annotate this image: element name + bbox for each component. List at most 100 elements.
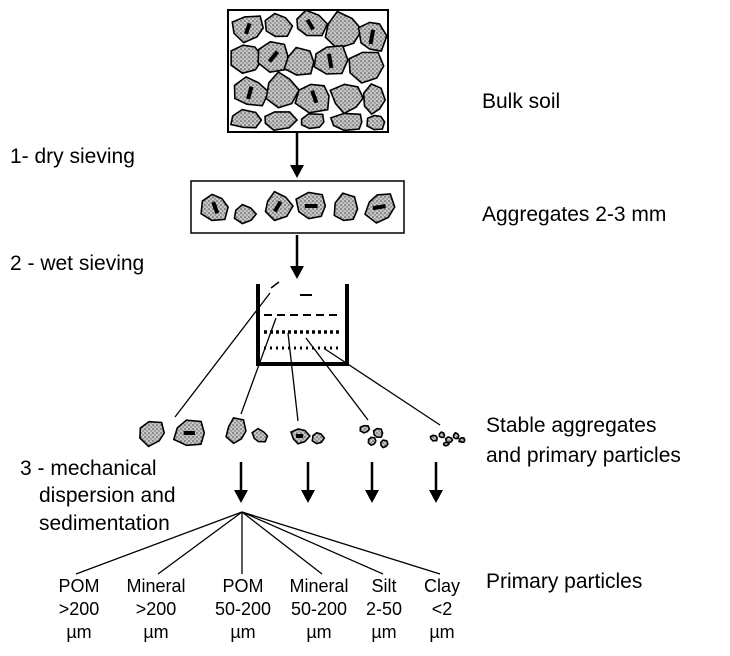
- label-mech-line2: dispersion and: [39, 484, 176, 507]
- fraction-particles: [139, 417, 466, 449]
- organic-matter-mark: [243, 22, 252, 35]
- sieving-beaker: [256, 281, 349, 366]
- soil-clod: [366, 114, 386, 131]
- fraction-range: >200: [58, 599, 100, 619]
- label-stable-line1: Stable aggregates: [486, 414, 657, 437]
- soil-clod: [329, 112, 363, 132]
- soil-clod: [442, 441, 450, 447]
- organic-matter-mark: [310, 90, 319, 104]
- fraction-label-mineral-coarse: Mineral >200 µm: [118, 575, 194, 644]
- final-fan-lines: [75, 511, 441, 575]
- soil-clod: [438, 431, 446, 439]
- organic-matter-mark: [295, 434, 304, 438]
- soil-clod: [458, 436, 466, 444]
- organic-matter-mark: [326, 53, 334, 69]
- fraction-label-clay: Clay <2 µm: [412, 575, 472, 644]
- soil-clod: [329, 83, 365, 115]
- fan-line: [157, 511, 243, 575]
- organic-matter-mark: [211, 201, 220, 215]
- label-aggregates: Aggregates 2-3 mm: [482, 203, 667, 226]
- soil-clod: [265, 71, 301, 109]
- fraction-unit: µm: [429, 622, 455, 642]
- organic-matter-mark: [305, 18, 315, 31]
- soil-clod: [264, 111, 299, 132]
- fan-line: [241, 511, 384, 575]
- soil-clod: [348, 51, 385, 84]
- fraction-name: Silt: [371, 576, 397, 596]
- fraction-unit: µm: [306, 622, 332, 642]
- soil-clod: [296, 9, 329, 37]
- fraction-range: 50-200: [214, 599, 272, 619]
- label-bulk-soil: Bulk soil: [482, 90, 561, 113]
- soil-clod: [139, 420, 166, 448]
- arrow-dry-sieving: [290, 133, 304, 178]
- label-primary-particles: Primary particles: [486, 570, 643, 593]
- down-arrow-head: [301, 490, 315, 503]
- fraction-unit: µm: [66, 622, 92, 642]
- label-mech-line1: 3 - mechanical: [20, 457, 157, 480]
- soil-clod: [283, 46, 315, 76]
- soil-clod: [294, 83, 330, 114]
- fraction-name: POM: [58, 576, 100, 596]
- down-arrow-head: [365, 490, 379, 503]
- soil-clod: [444, 435, 454, 445]
- arrow-wet-sieving: [290, 235, 304, 279]
- beaker-fan-lines: [174, 292, 441, 426]
- soil-clod: [233, 203, 258, 225]
- fraction-range: <2: [431, 599, 453, 619]
- soil-clod: [429, 434, 439, 442]
- aggregates-box: [190, 180, 405, 234]
- organic-matter-mark: [304, 204, 318, 208]
- label-wet-sieving: 2 - wet sieving: [10, 252, 145, 275]
- soil-clod: [311, 431, 326, 445]
- soil-clod: [372, 427, 384, 439]
- soil-clods-cluster: [229, 9, 388, 132]
- soil-clod: [300, 112, 325, 130]
- fan-line: [75, 511, 243, 575]
- fraction-unit: µm: [371, 622, 397, 642]
- soil-clod: [230, 44, 265, 75]
- soil-clod: [229, 108, 263, 129]
- organic-matter-mark: [267, 50, 280, 63]
- fraction-label-pom-fine: POM 50-200 µm: [205, 575, 281, 644]
- aggregates-row: [200, 190, 396, 225]
- soil-clod: [324, 10, 363, 50]
- label-stable-line2: and primary particles: [486, 444, 681, 467]
- soil-clod: [225, 417, 247, 445]
- organic-matter-mark: [183, 431, 195, 435]
- organic-matter-mark: [368, 29, 376, 45]
- soil-clod: [333, 192, 359, 222]
- soil-clod: [264, 12, 294, 38]
- soil-clod: [251, 427, 269, 443]
- label-mech-line3: sedimentation: [39, 512, 170, 535]
- soil-clod: [362, 83, 387, 116]
- fan-line: [241, 511, 441, 575]
- down-arrows: [234, 462, 443, 503]
- fraction-label-silt: Silt 2-50 µm: [354, 575, 414, 644]
- fraction-name: Mineral: [289, 576, 349, 596]
- fraction-label-pom-coarse: POM >200 µm: [41, 575, 117, 644]
- down-arrow-head: [234, 490, 248, 503]
- fraction-label-mineral-fine: Mineral 50-200 µm: [281, 575, 357, 644]
- fraction-name: Mineral: [126, 576, 186, 596]
- down-arrow-head: [429, 490, 443, 503]
- fraction-name: POM: [222, 576, 264, 596]
- soil-clod: [367, 436, 377, 447]
- fraction-name: Clay: [423, 576, 460, 596]
- fraction-range: 2-50: [365, 599, 403, 619]
- soil-clod: [452, 431, 460, 440]
- organic-matter-mark: [273, 200, 283, 213]
- label-dry-sieving: 1- dry sieving: [10, 145, 135, 168]
- fraction-unit: µm: [230, 622, 256, 642]
- organic-matter-mark: [246, 86, 254, 100]
- organic-matter-mark: [372, 204, 386, 211]
- bulk-soil-box: [227, 9, 389, 133]
- fraction-range: >200: [135, 599, 177, 619]
- soil-clod: [359, 424, 371, 434]
- soil-clod: [379, 439, 389, 449]
- fan-line: [241, 511, 323, 575]
- fraction-range: 50-200: [290, 599, 348, 619]
- fraction-unit: µm: [143, 622, 169, 642]
